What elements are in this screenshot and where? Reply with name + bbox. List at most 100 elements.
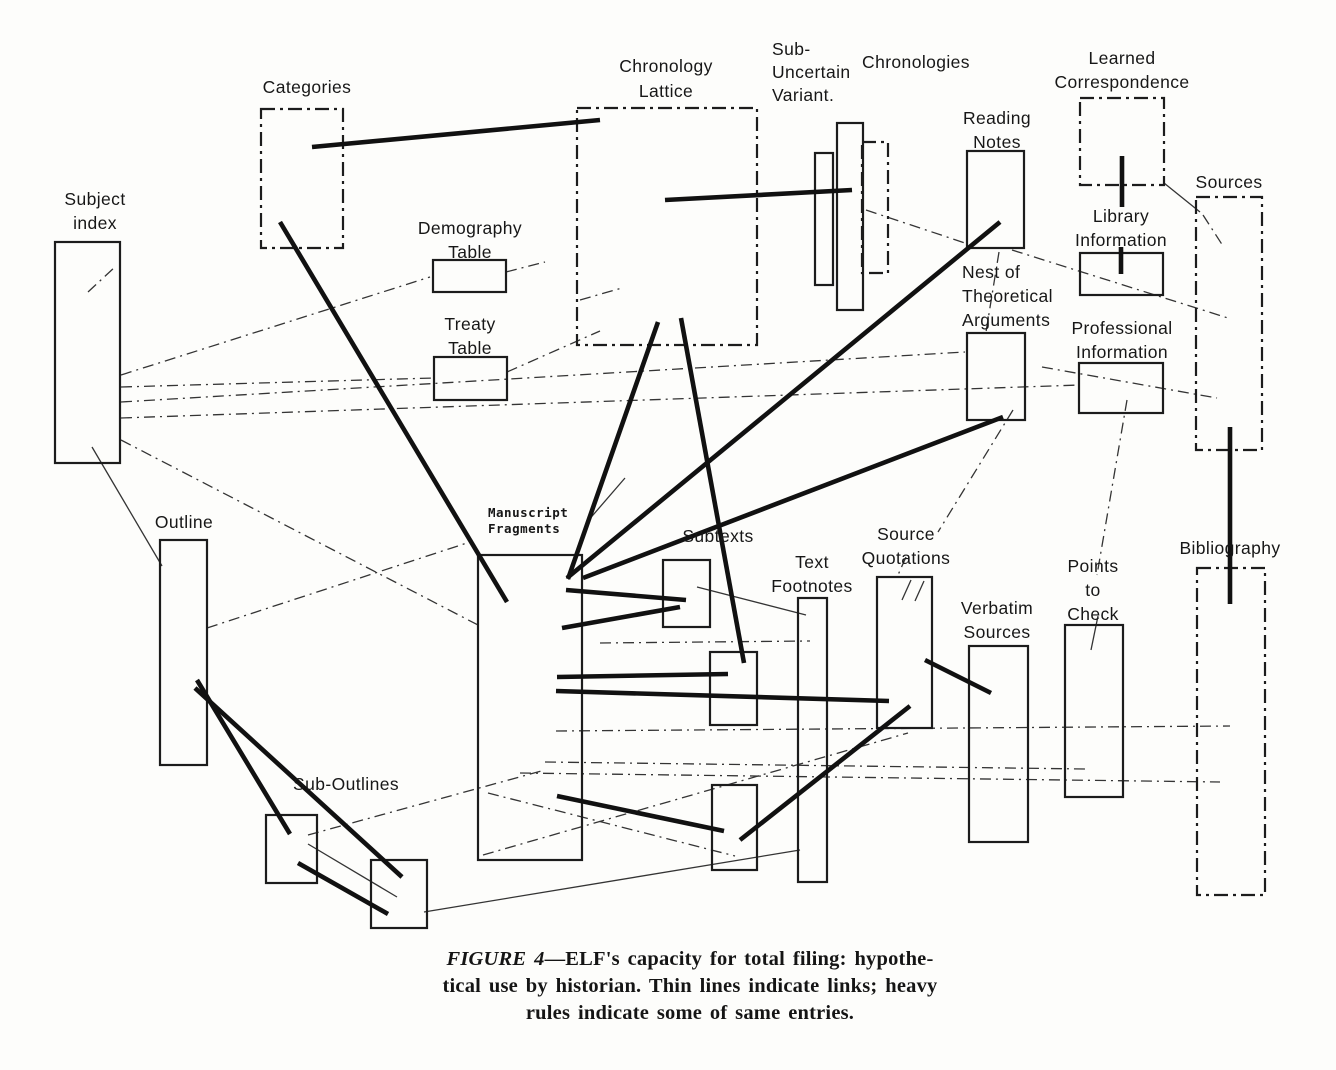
- link-line: [206, 541, 471, 629]
- link-line: [87, 265, 117, 293]
- link-line: [1041, 366, 1218, 399]
- box-chronologies-1: [813, 151, 835, 287]
- label-subtexts: Subtexts: [682, 526, 753, 546]
- box-sources: [1194, 195, 1264, 452]
- link-line: [505, 261, 546, 273]
- caption-line-3: rules indicate some of same entries.: [525, 1002, 855, 1024]
- box-treaty-table: [432, 355, 509, 402]
- link-line: [1096, 399, 1128, 576]
- box-verbatim-sources: [967, 644, 1030, 844]
- label-outline: Outline: [155, 512, 213, 532]
- link-line: [91, 446, 163, 567]
- link-line: [1163, 182, 1201, 213]
- link-line: [696, 586, 807, 616]
- same-entries-rule: [565, 321, 661, 580]
- box-nest-of-theoretical-arguments: [965, 331, 1027, 422]
- same-entries-rule: [565, 220, 1002, 580]
- link-line: [120, 377, 435, 388]
- caption-line-2: tical use by historian. Thin lines indic…: [442, 975, 938, 997]
- same-entries-rule: [664, 187, 853, 203]
- link-line: [865, 209, 966, 244]
- same-entries-rule: [738, 704, 912, 842]
- box-subject-index: [53, 240, 122, 465]
- same-entries-rule: [556, 671, 729, 680]
- link-line: [120, 351, 966, 403]
- link-line: [506, 330, 601, 373]
- link-line: [482, 732, 909, 856]
- box-points-to-check: [1063, 623, 1125, 799]
- same-entries-rule: [565, 587, 687, 603]
- box-subtexts-2: [708, 650, 759, 727]
- same-entries-rule: [193, 686, 404, 879]
- box-demography-table: [431, 258, 508, 294]
- box-chronology-lattice: [575, 106, 759, 347]
- link-line: [897, 556, 907, 576]
- link-line: [519, 772, 1221, 783]
- link-line: [544, 761, 1087, 770]
- caption-line-1-text: —ELF's capacity for total filing: hypoth…: [544, 948, 934, 970]
- box-bibliography: [1195, 566, 1267, 897]
- same-entries-rule: [582, 414, 1004, 581]
- figure-caption: FIGURE 4—ELF's capacity for total filing…: [368, 946, 1012, 1027]
- caption-figure-label: FIGURE 4: [446, 948, 545, 970]
- label-chronologies: Chronologies: [862, 52, 970, 72]
- box-subtexts-3: [710, 783, 759, 872]
- link-line: [937, 409, 1014, 533]
- same-entries-rule: [561, 604, 681, 631]
- box-text-footnotes: [796, 596, 829, 884]
- label-categories: Categories: [263, 77, 352, 97]
- box-professional-information: [1077, 361, 1165, 415]
- link-line: [599, 640, 811, 644]
- link-line: [487, 792, 736, 857]
- same-entries-rule: [923, 657, 993, 696]
- link-line: [914, 580, 925, 602]
- same-entries-rule: [296, 860, 390, 917]
- link-line: [120, 439, 479, 626]
- link-line: [307, 843, 398, 898]
- same-entries-rule: [311, 117, 601, 150]
- link-line: [1090, 615, 1099, 651]
- box-subtexts-1: [661, 558, 712, 629]
- box-source-quotations: [875, 575, 934, 730]
- label-bibliography: Bibliography: [1179, 538, 1280, 558]
- box-outline: [158, 538, 209, 767]
- box-sub-outlines-1: [264, 813, 319, 885]
- box-learned-correspondence: [1078, 96, 1166, 187]
- link-line: [1202, 214, 1224, 247]
- label-sub-outlines: Sub-Outlines: [293, 774, 399, 794]
- box-chronologies-3: [860, 140, 890, 275]
- box-categories: [259, 107, 345, 250]
- link-line: [586, 477, 626, 523]
- box-manuscript-fragments: [476, 553, 584, 862]
- link-line: [120, 276, 431, 376]
- box-chronologies-2: [835, 121, 865, 312]
- same-entries-rule: [278, 220, 509, 604]
- caption-line-1: FIGURE 4—ELF's capacity for total filing…: [368, 946, 1012, 973]
- link-line: [1011, 249, 1229, 319]
- same-entries-rule: [678, 317, 747, 664]
- link-line: [423, 849, 801, 913]
- link-line: [555, 725, 1231, 732]
- same-entries-rule: [556, 793, 725, 834]
- link-line: [579, 287, 623, 301]
- box-reading-notes: [965, 149, 1026, 250]
- link-line: [120, 384, 1081, 419]
- label-sources: Sources: [1196, 172, 1263, 192]
